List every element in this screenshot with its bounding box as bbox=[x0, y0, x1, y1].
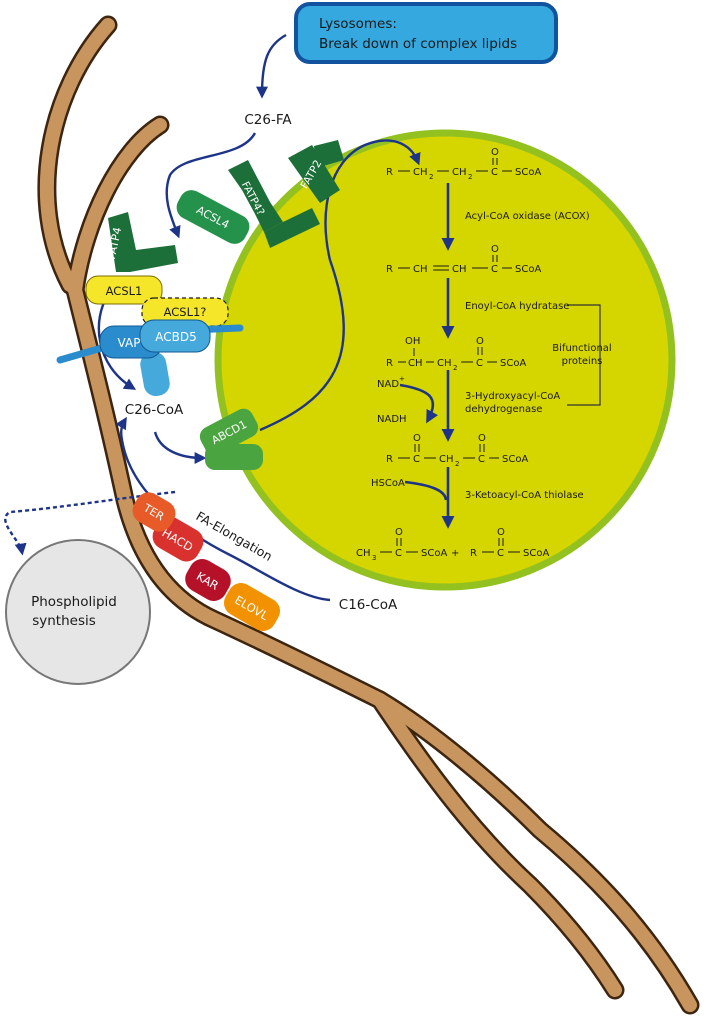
svg-text:C: C bbox=[395, 548, 402, 559]
svg-text:O: O bbox=[497, 527, 505, 538]
peroxisome bbox=[214, 129, 676, 591]
fatp2-protein: FATP2 bbox=[288, 140, 344, 203]
svg-text:ACSL1?: ACSL1? bbox=[164, 305, 207, 319]
acsl4-protein: ACSL4 bbox=[176, 190, 250, 244]
abcd1-protein: ABCD1 bbox=[199, 408, 263, 470]
svg-text:2: 2 bbox=[429, 173, 433, 181]
er-membrane bbox=[37, 15, 700, 1015]
svg-text:CH: CH bbox=[439, 454, 454, 465]
phospholipid-line2: synthesis bbox=[32, 613, 96, 629]
svg-text:C: C bbox=[497, 548, 504, 559]
formula-acyl-coa: R CH 2 CH 2 C O SCoA bbox=[386, 147, 541, 181]
svg-text:CH: CH bbox=[413, 167, 428, 178]
acox-label: Acyl-CoA oxidase (ACOX) bbox=[465, 211, 590, 222]
svg-text:O: O bbox=[491, 244, 499, 255]
svg-text:CH: CH bbox=[356, 548, 371, 559]
svg-text:CH: CH bbox=[413, 264, 428, 275]
thiolase-label: 3-Ketoacyl-CoA thiolase bbox=[465, 490, 584, 501]
svg-text:3: 3 bbox=[372, 554, 376, 562]
nadh-label: NADH bbox=[377, 414, 407, 425]
svg-text:C: C bbox=[491, 264, 498, 275]
acsl1-protein: ACSL1 bbox=[85, 275, 163, 305]
hydroxyacyl-label-2: dehydrogenase bbox=[465, 404, 542, 415]
arrow-lysosome-to-c26fa bbox=[256, 33, 287, 99]
hydroxyacyl-label-1: 3-Hydroxyacyl-CoA bbox=[465, 391, 560, 402]
svg-text:2: 2 bbox=[468, 173, 472, 181]
svg-text:SCoA: SCoA bbox=[421, 548, 447, 559]
phospholipid-line1: Phospholipid bbox=[31, 594, 117, 610]
svg-text:O: O bbox=[476, 336, 484, 347]
arrow-c26fa-to-membrane bbox=[165, 132, 257, 239]
phospholipid-synthesis: Phospholipid synthesis bbox=[5, 539, 151, 685]
elongation-complex: ELOVL KAR HACD TER bbox=[132, 492, 280, 631]
svg-text:R: R bbox=[386, 358, 393, 369]
svg-text:C: C bbox=[413, 454, 420, 465]
svg-text:R: R bbox=[386, 454, 393, 465]
svg-text:SCoA: SCoA bbox=[515, 167, 541, 178]
formula-products: CH 3 C O SCoA + R C O SCoA bbox=[356, 527, 549, 562]
svg-text:C: C bbox=[476, 358, 483, 369]
arrow-abcd1-into-peroxisome bbox=[259, 139, 421, 432]
fatp4-protein: FATP4 bbox=[105, 212, 178, 272]
hscoa-label: HSCoA bbox=[371, 478, 405, 489]
svg-text:ACBD5: ACBD5 bbox=[155, 330, 196, 344]
lysosome-box: Lysosomes: Break down of complex lipids bbox=[294, 2, 558, 64]
beta-oxidation-arrows bbox=[399, 183, 455, 529]
bifunctional-label-2: proteins bbox=[562, 356, 603, 367]
c26-fa-label: C26-FA bbox=[244, 112, 292, 128]
vap-acbd5-complex: VAP ACBD5 bbox=[56, 319, 244, 397]
c26-coa-label: C26-CoA bbox=[125, 402, 184, 418]
lysosome-subtitle: Break down of complex lipids bbox=[319, 36, 517, 52]
svg-text:2: 2 bbox=[453, 364, 457, 372]
svg-text:R: R bbox=[386, 264, 393, 275]
formula-ketoacyl-coa: R C O CH 2 C O SCoA bbox=[386, 433, 528, 468]
svg-text:CH: CH bbox=[452, 167, 467, 178]
svg-text:ACSL1: ACSL1 bbox=[106, 284, 143, 298]
svg-text:C: C bbox=[478, 454, 485, 465]
bifunctional-bracket bbox=[567, 304, 601, 406]
formula-hydroxyacyl-coa: OH R CH CH 2 C O SCoA bbox=[386, 336, 526, 372]
svg-text:SCoA: SCoA bbox=[523, 548, 549, 559]
lysosome-title: Lysosomes: bbox=[319, 16, 397, 32]
svg-text:2: 2 bbox=[455, 460, 459, 468]
svg-text:SCoA: SCoA bbox=[515, 264, 541, 275]
svg-text:OH: OH bbox=[405, 336, 420, 347]
svg-text:O: O bbox=[491, 147, 499, 158]
nad-plus: + bbox=[399, 375, 405, 383]
svg-text:VAP: VAP bbox=[118, 336, 141, 350]
nad-label: NAD bbox=[377, 379, 399, 390]
svg-text:C: C bbox=[491, 167, 498, 178]
svg-text:+: + bbox=[451, 548, 459, 559]
svg-text:CH: CH bbox=[408, 358, 423, 369]
enoyl-hydratase-label: Enoyl-CoA hydratase bbox=[465, 301, 569, 312]
svg-text:CH: CH bbox=[437, 358, 452, 369]
svg-text:SCoA: SCoA bbox=[502, 454, 528, 465]
enzyme-labels: Acyl-CoA oxidase (ACOX) Enoyl-CoA hydrat… bbox=[371, 211, 612, 501]
arrow-c26coa-to-abcd1 bbox=[153, 431, 207, 464]
c16-coa-label: C16-CoA bbox=[339, 597, 398, 613]
svg-text:R: R bbox=[386, 167, 393, 178]
formula-enoyl-coa: R CH CH C O SCoA bbox=[386, 244, 541, 275]
svg-text:O: O bbox=[395, 527, 403, 538]
beta-oxidation-formulas: R CH 2 CH 2 C O SCoA R CH CH C O bbox=[356, 147, 549, 562]
svg-text:O: O bbox=[413, 433, 421, 444]
svg-text:SCoA: SCoA bbox=[500, 358, 526, 369]
svg-text:CH: CH bbox=[452, 264, 467, 275]
bifunctional-label-1: Bifunctional bbox=[552, 343, 611, 354]
fa-elongation-label: FA-Elongation bbox=[194, 508, 275, 564]
svg-text:O: O bbox=[478, 433, 486, 444]
arrow-to-phospholipid bbox=[4, 490, 176, 556]
svg-text:R: R bbox=[470, 548, 477, 559]
